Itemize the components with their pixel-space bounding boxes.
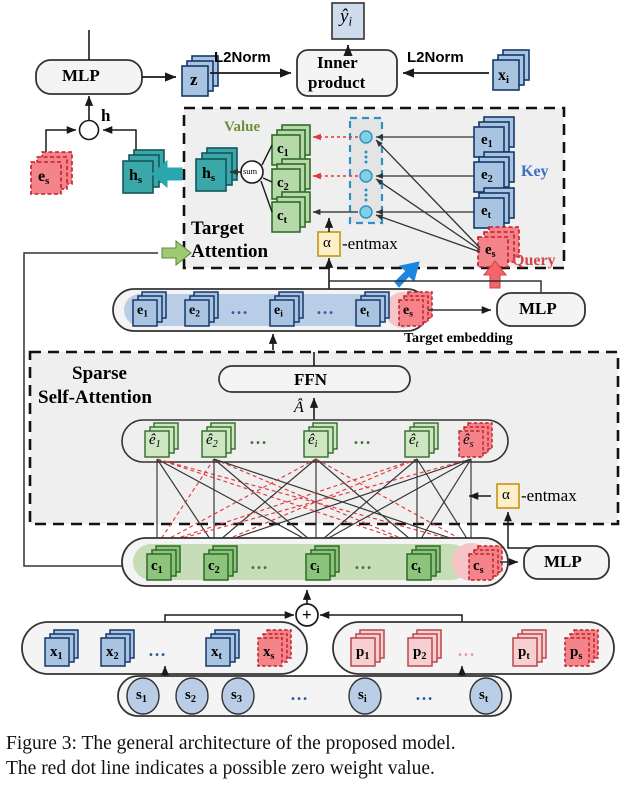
yhat-box [331,2,365,40]
query-card-es [477,226,520,268]
mlp-embedding-box[interactable] [496,292,586,327]
es-card-left [30,151,73,195]
x-card-1 [44,629,79,667]
key-card-e2 [473,151,515,193]
key-card-et [473,187,515,229]
c-card-i [305,545,340,581]
c-card-s [468,545,503,581]
weight-node-3 [359,205,373,219]
s-token-1 [126,677,160,715]
p-card-s [564,629,599,667]
p-card-t [512,629,547,667]
sum-node [240,160,264,184]
h-sum-node [78,119,100,141]
c-card-t [406,545,441,581]
input-sum-node [295,603,319,627]
embedding-card-e2 [184,291,219,327]
c-card-1 [146,545,181,581]
red-flow-arrow [482,260,508,289]
figure-caption: Figure 3: The general architecture of th… [6,731,630,781]
x-card-2 [100,629,135,667]
p-card-1 [350,629,385,667]
mlp-top-box[interactable] [35,59,143,95]
ehat-card-2 [201,422,236,458]
attention-edges [156,458,472,546]
xi-card [492,49,530,91]
s-row-container [117,675,512,717]
x-card-s [257,629,292,667]
c-card-2 [203,545,238,581]
caption-line-1: Figure 3: The general architecture of th… [6,733,456,754]
attention-weight-highlight [348,116,384,225]
s-token-i [348,677,382,715]
embedding-card-ei [269,291,304,327]
green-flow-arrow [161,239,192,267]
x-card-t [205,629,240,667]
ehat-card-s [458,422,493,458]
weight-node-2 [359,169,373,183]
embedding-card-e1 [132,291,167,327]
ffn-box[interactable] [218,365,411,393]
s-token-2 [175,677,209,715]
weight-node-1 [359,130,373,144]
caption-line-2: The red dot line indicates a possible ze… [6,758,435,779]
alpha-entmax-box-self[interactable] [496,483,520,509]
hs-card-inner [195,147,238,192]
z-card [181,55,219,97]
ehat-card-1 [144,422,179,458]
s-token-t [469,677,503,715]
p-card-2 [407,629,442,667]
alpha-entmax-box-target[interactable] [317,231,341,257]
value-card-ct [271,191,311,233]
embedding-card-et [355,291,390,327]
s-token-3 [221,677,255,715]
ehat-card-i [303,422,338,458]
inner-product-box[interactable] [296,49,398,97]
mlp-c-box[interactable] [523,545,610,580]
ehat-card-t [404,422,439,458]
teal-flow-arrow [151,159,183,189]
key-card-e1 [473,116,515,158]
embedding-card-es [398,291,433,327]
